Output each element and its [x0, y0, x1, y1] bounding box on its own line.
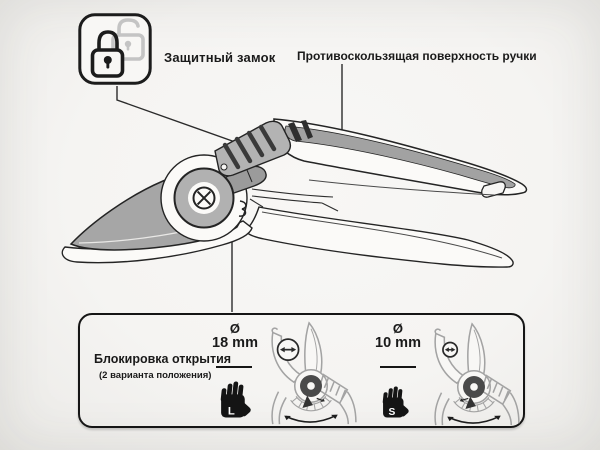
pruner-upper-handle [273, 118, 528, 198]
diameter-symbol: Ø [392, 321, 404, 336]
diameter-symbol: Ø [229, 321, 241, 336]
underline [216, 366, 252, 369]
safety-lock-label: Защитный замок [164, 50, 276, 65]
underline [380, 366, 416, 369]
thumb-lock-ribs [214, 120, 292, 177]
panel-subtitle: (2 варианта положения) [99, 370, 212, 381]
glove-large-icon: L [220, 381, 251, 418]
pivot-screw [173, 167, 235, 229]
hand-size-letter: L [228, 405, 235, 417]
safety-lock-icon [78, 13, 152, 85]
pruner-lower-handle [245, 206, 514, 268]
catch-hook [238, 200, 247, 217]
closed-lock-icon [90, 30, 125, 78]
diameter-gauge-circle [276, 338, 300, 362]
hang-hole [481, 181, 506, 198]
leader-line-safety-lock [116, 86, 253, 149]
diameter-label-large: Ø 18 mm [212, 321, 258, 351]
diameter-value: 10 mm [375, 335, 421, 351]
rotation-arrow-icon [447, 415, 501, 424]
diameter-gauge-circle [442, 341, 459, 358]
open-lock-icon [111, 18, 145, 61]
diameter-label-small: Ø 10 mm [375, 321, 421, 351]
panel-title: Блокировка открытия [94, 352, 232, 366]
diameter-value: 18 mm [212, 335, 258, 351]
hand-size-letter: S [389, 407, 396, 418]
mini-pruner-diagram-large [271, 321, 357, 425]
rotation-arrow-icon [284, 414, 338, 423]
opening-lock-panel: Блокировка открытия (2 варианта положени… [78, 313, 525, 428]
grip-label: Противоскользящая поверхность ручки [297, 49, 537, 63]
mini-pruner-diagram-small [434, 322, 520, 426]
pruner-mechanism [249, 188, 339, 212]
glove-small-icon: S [382, 386, 409, 418]
